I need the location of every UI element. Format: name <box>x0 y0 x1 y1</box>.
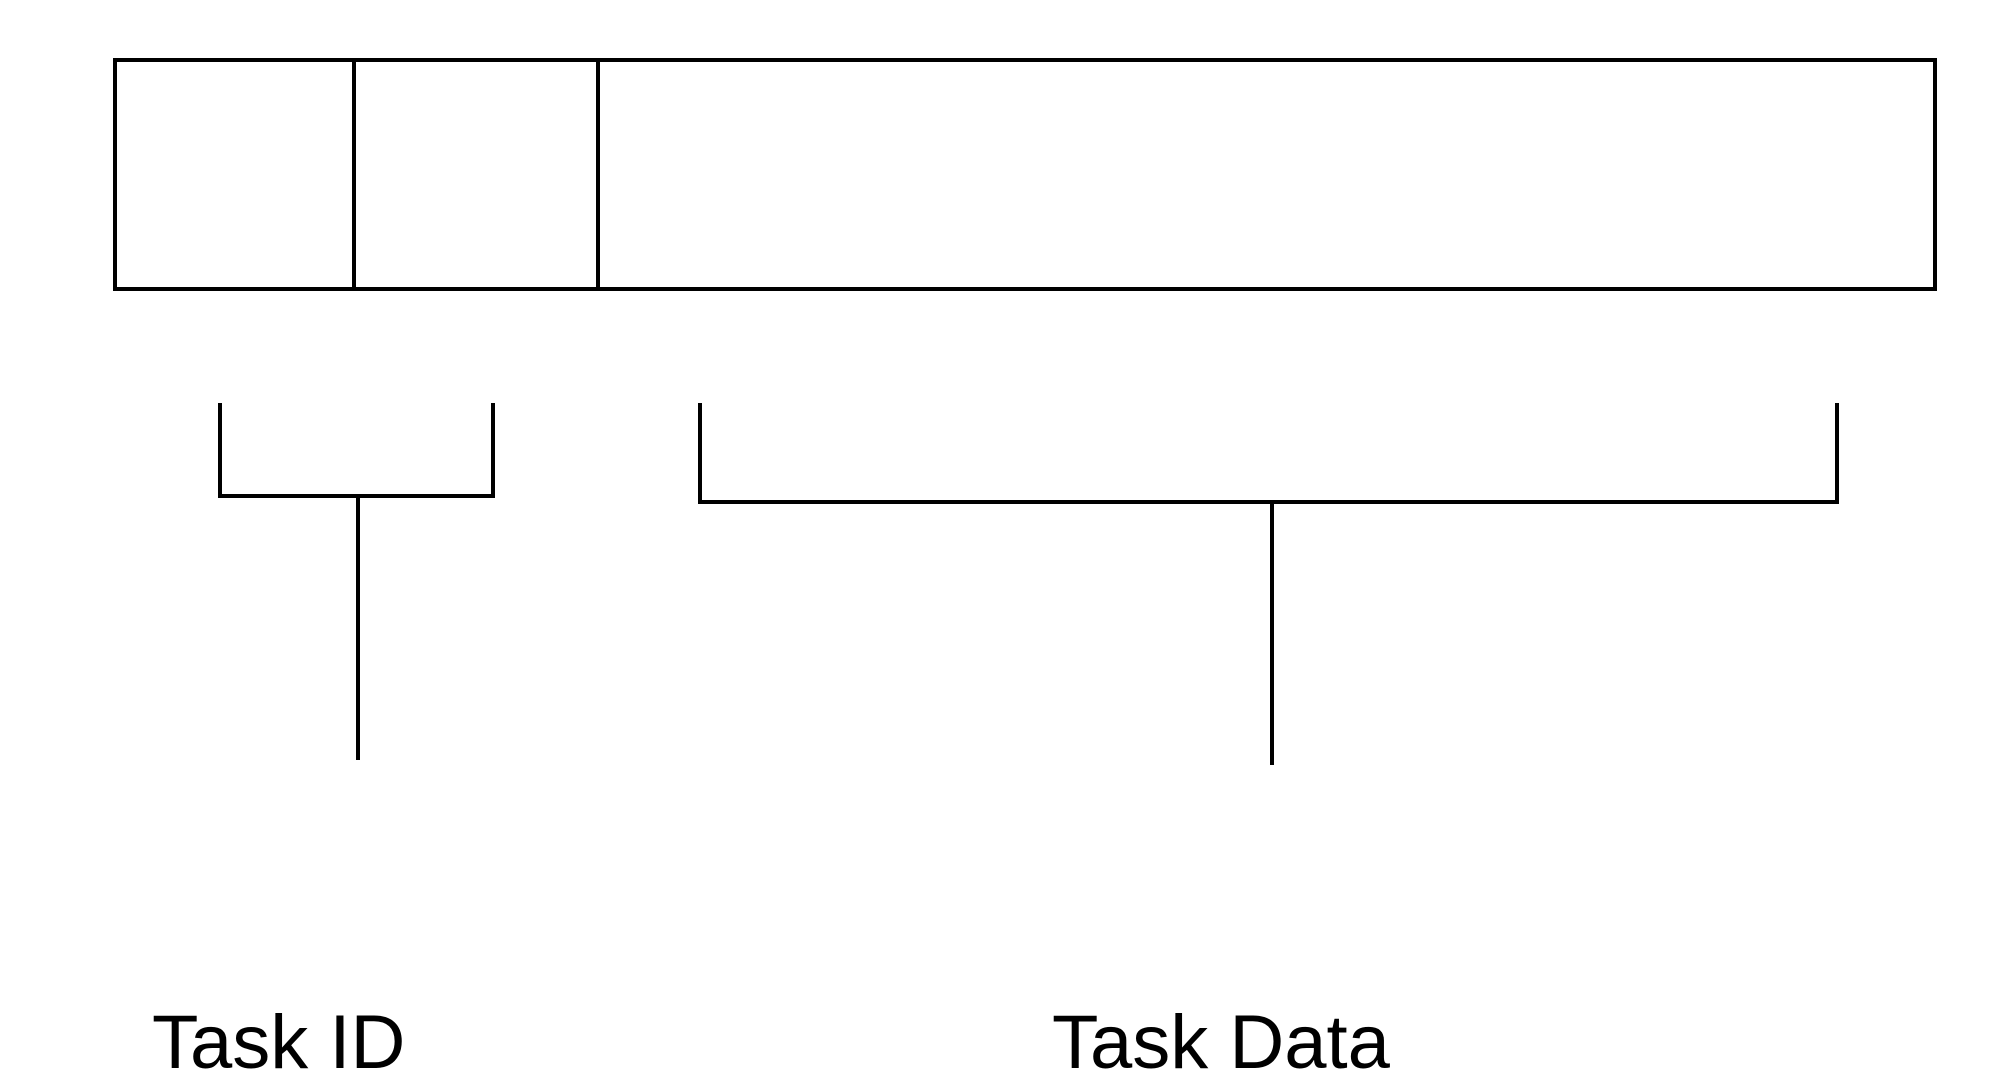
task-id-brace <box>218 403 495 498</box>
task-data-brace <box>698 403 1839 504</box>
task-data-label: Task Data <box>1052 798 1390 1088</box>
task-id-label: Task ID (2 digits) <box>152 798 443 1088</box>
task-id-label-line1: Task ID <box>152 1000 406 1085</box>
task-data-label-line1: Task Data <box>1052 1000 1390 1085</box>
packet-frame-rect <box>113 58 1937 291</box>
